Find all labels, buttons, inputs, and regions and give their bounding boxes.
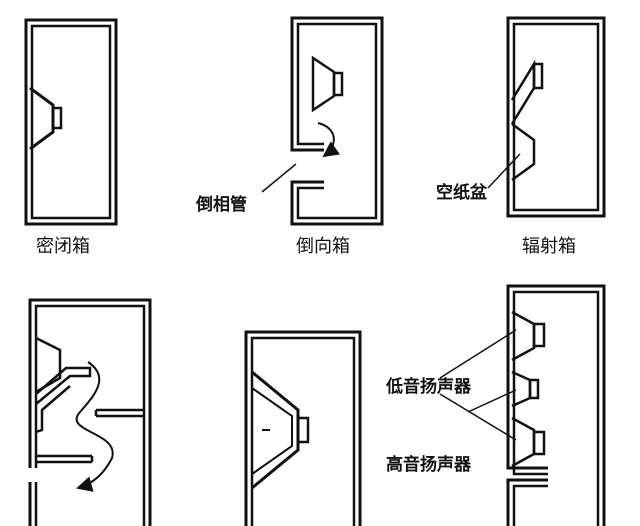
passive-radiator-outer-wall bbox=[506, 16, 606, 218]
tweeter-label: 高音扬声器 bbox=[386, 454, 472, 475]
labyrinth-airflow-arrow bbox=[75, 361, 114, 492]
bass-reflex-airflow-arrow bbox=[317, 122, 341, 158]
bass-reflex-diagram bbox=[261, 16, 384, 226]
bass-reflex-speaker-magnet bbox=[332, 71, 344, 97]
labyrinth-diagonal-baffle bbox=[35, 385, 71, 434]
passive-radiator-inner-wall bbox=[512, 22, 600, 212]
labyrinth-upper-baffle bbox=[35, 366, 92, 405]
labyrinth-diagram bbox=[28, 298, 152, 526]
horn-box-diagram bbox=[244, 330, 362, 526]
passive-radiator-upper-cone bbox=[510, 59, 536, 125]
multi-driver-woofer-top-cone bbox=[511, 310, 536, 362]
multi-driver-woofer-bottom-cone bbox=[511, 416, 536, 468]
sealed-box-caption: 密闭箱 bbox=[36, 236, 90, 257]
sealed-box-speaker-magnet bbox=[51, 106, 63, 130]
multi-driver-tweeter-magnet bbox=[528, 378, 540, 400]
passive-radiator-upper-magnet bbox=[532, 62, 544, 90]
passive-radiator-radiator-cone bbox=[511, 122, 536, 182]
multi-driver-outer-wall bbox=[506, 284, 606, 526]
multi-driver-inner-wall bbox=[512, 290, 600, 526]
horn-box-horn-inner bbox=[251, 387, 293, 475]
passive-radiator-caption: 辐射箱 bbox=[522, 236, 576, 257]
multi-driver-woofer-top-magnet bbox=[532, 322, 546, 348]
labyrinth-lower-baffle bbox=[36, 454, 94, 464]
bass-reflex-port-leader-line bbox=[261, 163, 297, 193]
bass-reflex-inner-wall bbox=[296, 22, 378, 220]
labyrinth-right-baffle bbox=[94, 408, 144, 418]
horn-box-outer-wall bbox=[244, 330, 362, 526]
tweeter-leader-line bbox=[467, 389, 517, 413]
horn-box-inner-wall bbox=[250, 336, 356, 526]
horn-box-driver-magnet bbox=[296, 416, 310, 444]
passive-radiator-diagram bbox=[487, 16, 606, 218]
sealed-box-speaker-cone bbox=[29, 86, 55, 151]
woofer-leader-line-bottom bbox=[439, 393, 517, 441]
passive-radiator-leader-line bbox=[487, 153, 521, 189]
bass-reflex-speaker-cone bbox=[311, 55, 336, 113]
woofer-leader-line-top bbox=[439, 329, 517, 379]
sealed-box-outer-wall bbox=[24, 18, 118, 226]
bass-reflex-caption: 倒向箱 bbox=[296, 236, 350, 257]
bass-reflex-port-label: 倒相管 bbox=[195, 194, 247, 215]
labyrinth-outer-wall bbox=[28, 298, 152, 526]
woofer-label: 低音扬声器 bbox=[385, 376, 472, 397]
multi-driver-woofer-bottom-magnet bbox=[532, 430, 546, 456]
bass-reflex-outer-wall bbox=[290, 16, 384, 226]
multi-driver-diagram bbox=[439, 284, 606, 526]
passive-radiator-label: 空纸盆 bbox=[436, 182, 488, 203]
sealed-box-diagram bbox=[24, 18, 118, 226]
sealed-box-inner-wall bbox=[30, 24, 112, 220]
